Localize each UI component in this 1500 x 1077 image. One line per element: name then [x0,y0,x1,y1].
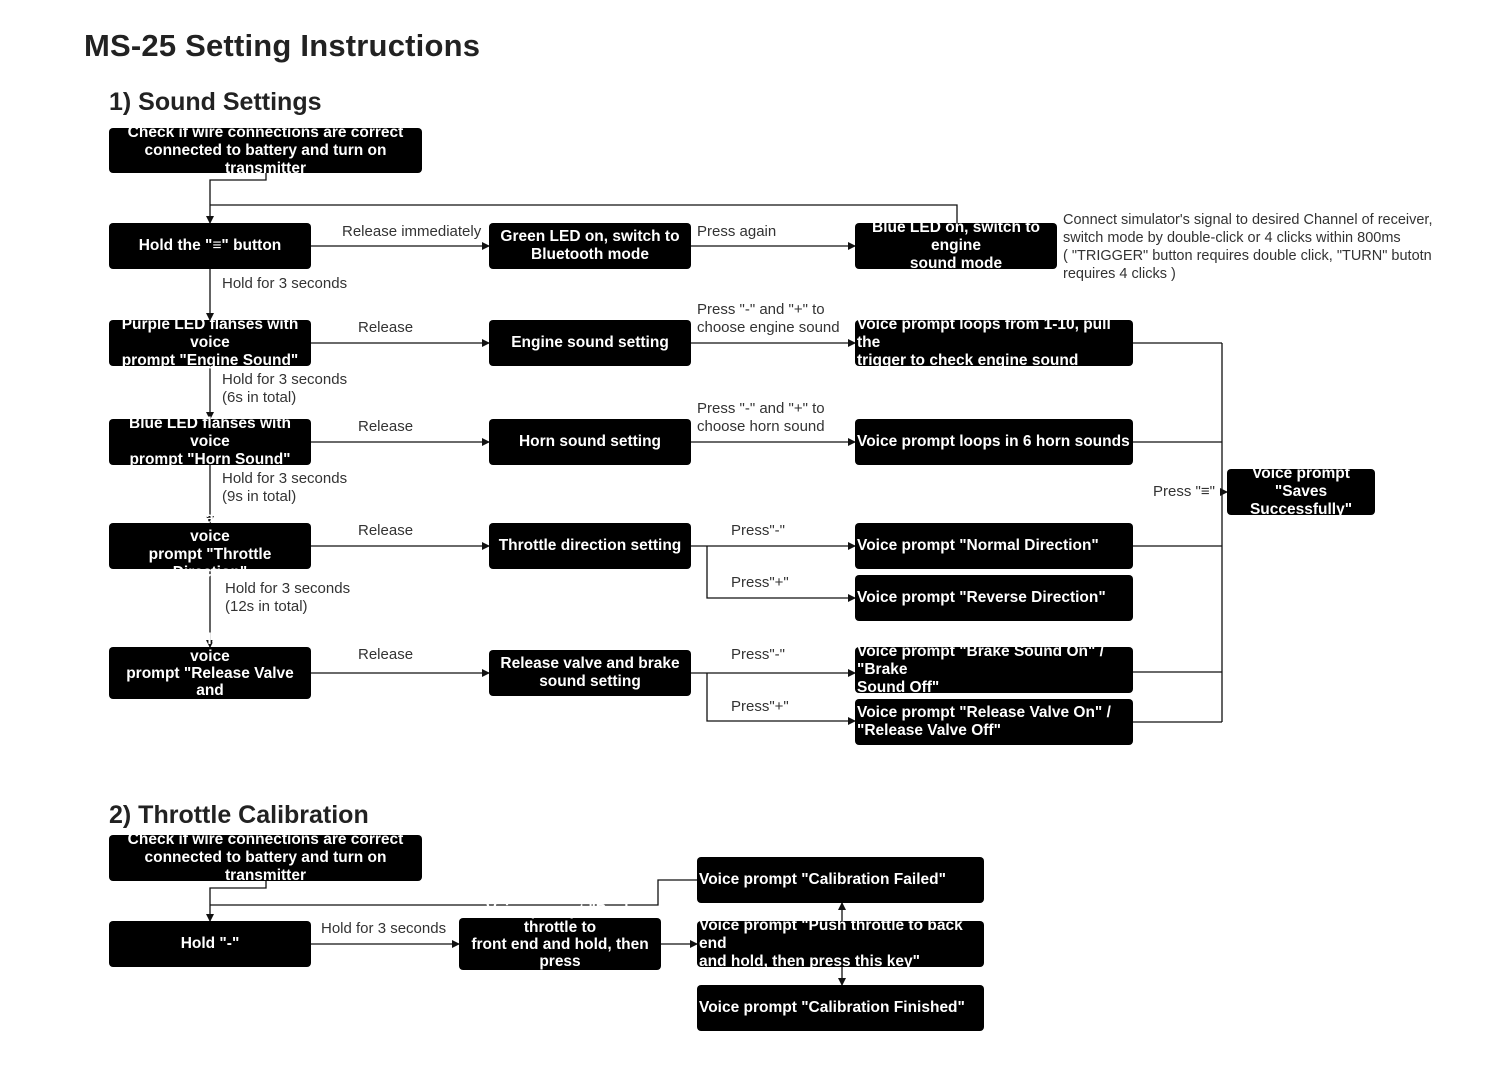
blue-led-valve-box: Blue LED flashes with voice prompt "Rele… [109,631,311,716]
label-press-plus: Press"+" [731,574,789,591]
saves-successfully-box: Voice prompt "Saves Successfully" [1227,465,1375,518]
label-hold-12s: Hold for 3 seconds (12s in total) [225,580,351,615]
hold-minus-box: Hold "-" [109,921,311,967]
release-valve-setting-box: Release valve and brake sound setting [489,650,691,696]
normal-direction-box: Voice prompt "Normal Direction" [855,523,1133,569]
release-valve-on-box: Voice prompt "Release Valve On" / "Relea… [855,699,1133,745]
throttle-direction-setting-box: Throttle direction setting [489,523,691,569]
label-hold-3s-calibration: Hold for 3 seconds [321,920,447,937]
connector [210,204,958,223]
connector [206,881,267,922]
horn-loops-box: Voice prompt loops in 6 horn sounds [855,419,1133,465]
blue-led-engine-mode-box: Blue LED on, switch to engine sound mode [855,219,1057,272]
label-press-horn: Press "-" and "+" to choose horn sound [697,400,825,435]
label-release: Release [358,418,414,435]
engine-loops-box: Voice prompt loops from 1-10, pull the t… [855,316,1133,369]
brake-sound-box: Voice prompt "Brake Sound On" / "Brake S… [855,643,1133,696]
hold-button-box: Hold the "≡" button [109,223,311,269]
red-led-throttle-box: Red LED falshes with voice prompt "Throt… [109,510,311,581]
check-connections-box-2: Check if wire connections are correct co… [109,831,422,884]
section-throttle-calibration: 2) Throttle Calibration [109,801,369,829]
label-hold-3s: Hold for 3 seconds [222,275,348,292]
label-hold-6s: Hold for 3 seconds (6s in total) [222,371,348,406]
label-press-save: Press "≡" [1153,483,1215,500]
label-release-immediately: Release immediately [342,223,482,240]
connector [706,546,856,602]
label-hold-9s: Hold for 3 seconds (9s in total) [222,470,348,505]
label-press-again: Press again [697,223,777,240]
purple-led-engine-box: Purple LED flahses with voice prompt "En… [109,316,311,369]
label-connect-note: Connect simulator's signal to desired Ch… [1063,212,1433,282]
label-release: Release [358,319,414,336]
label-press-minus: Press"-" [731,522,785,539]
label-press-plus: Press"+" [731,698,789,715]
green-led-bluetooth-box: Green LED on, switch to Bluetooth mode [489,223,691,269]
push-front-box: Voice prompt "Push throttle to front end… [459,902,661,987]
page-title: MS-25 Setting Instructions [84,28,481,63]
section-sound-settings: 1) Sound Settings [109,88,322,116]
reverse-direction-box: Voice prompt "Reverse Direction" [855,575,1133,621]
calibration-finished-box: Voice prompt "Calibration Finished" [697,985,984,1031]
push-back-box: Voice prompt "Push throttle to back end … [697,917,984,970]
calibration-failed-box: Voice prompt "Calibration Failed" [697,857,984,903]
label-release: Release [358,646,414,663]
label-press-engine: Press "-" and "+" to choose engine sound [697,301,840,336]
label-press-minus: Press"-" [731,646,785,663]
connector [206,173,267,224]
label-release: Release [358,522,414,539]
connector [210,879,697,906]
check-connections-box: Check if wire connections are correct co… [109,124,422,177]
horn-sound-setting-box: Horn sound setting [489,419,691,465]
connector [706,673,856,725]
engine-sound-setting-box: Engine sound setting [489,320,691,366]
blue-led-horn-box: Blue LED flahses with voice prompt "Horn… [109,415,311,468]
